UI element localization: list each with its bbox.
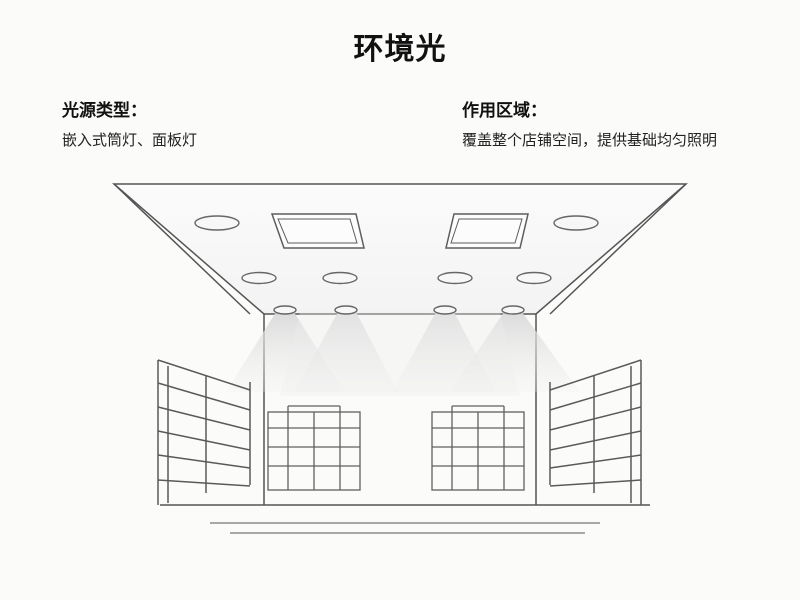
downlight-3	[241, 271, 277, 285]
panel-light-left	[270, 213, 365, 249]
left-center-shelf	[267, 405, 361, 491]
downlight-1	[194, 215, 240, 231]
light-beams	[226, 312, 580, 396]
downlight-7	[273, 305, 297, 315]
light-source-block: 光源类型： 嵌入式筒灯、面板灯	[62, 96, 197, 150]
downlight-8	[334, 305, 358, 315]
downlight-6	[516, 271, 552, 285]
coverage-heading: 作用区域：	[462, 101, 547, 121]
light-source-text: 嵌入式筒灯、面板灯	[62, 131, 198, 149]
light-source-heading: 光源类型：	[62, 101, 147, 121]
downlight-5	[437, 271, 473, 285]
coverage-block: 作用区域： 覆盖整个店铺空间，提供基础均匀照明	[462, 96, 717, 150]
downlight-9	[433, 305, 457, 315]
panel-light-right	[445, 213, 529, 249]
coverage-text: 覆盖整个店铺空间，提供基础均匀照明	[462, 131, 718, 149]
right-wall-shelf	[549, 359, 642, 505]
page-title: 环境光	[353, 32, 447, 67]
downlight-10	[501, 305, 525, 315]
right-center-shelf	[431, 405, 525, 491]
ceiling-lights	[194, 215, 599, 315]
downlight-4	[322, 271, 358, 285]
downlight-2	[553, 215, 599, 231]
ceiling-panels	[270, 213, 529, 249]
left-wall-shelf	[157, 359, 251, 505]
